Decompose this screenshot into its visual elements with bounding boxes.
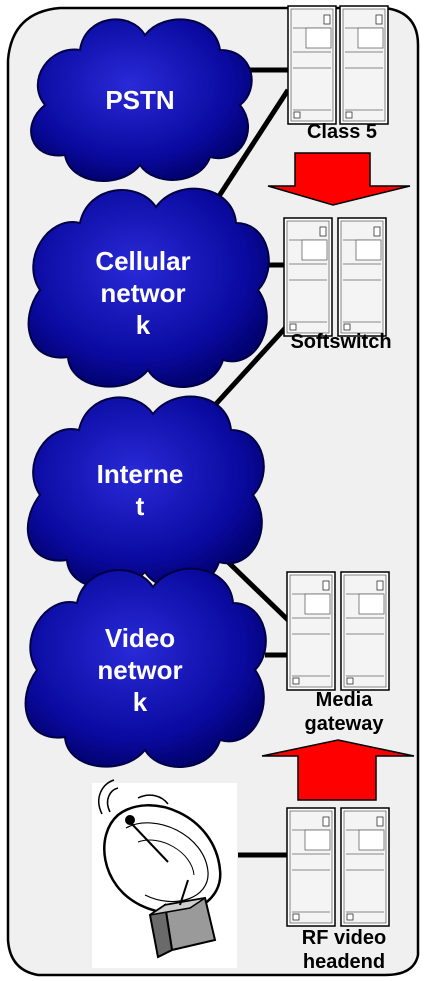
cloud-label-cellular: Cellular networ k — [95, 246, 191, 340]
server-label-softswitch: Softswitch — [290, 331, 392, 353]
satellite-dish-icon — [92, 779, 237, 968]
down-arrow — [267, 152, 411, 206]
server-label-rf-headend: RF video headend — [301, 927, 387, 973]
cloud-label-internet: Interne t — [96, 459, 184, 521]
server-label-class5: Class 5 — [306, 121, 378, 143]
cloud-internet — [26, 395, 265, 590]
cloud-label-video: Video networ k — [97, 623, 183, 717]
link-cellular-class5 — [207, 88, 291, 212]
server-label-media-gateway: Media gateway — [304, 689, 384, 735]
link-internet-softswitch — [213, 323, 290, 407]
cloud-pstn — [30, 18, 253, 182]
cloud-label-pstn: PSTN — [105, 85, 175, 115]
up-arrow — [261, 739, 415, 801]
cloud-video — [24, 567, 267, 768]
cloud-cellular — [27, 187, 270, 388]
link-internet-mediagw — [226, 560, 290, 622]
